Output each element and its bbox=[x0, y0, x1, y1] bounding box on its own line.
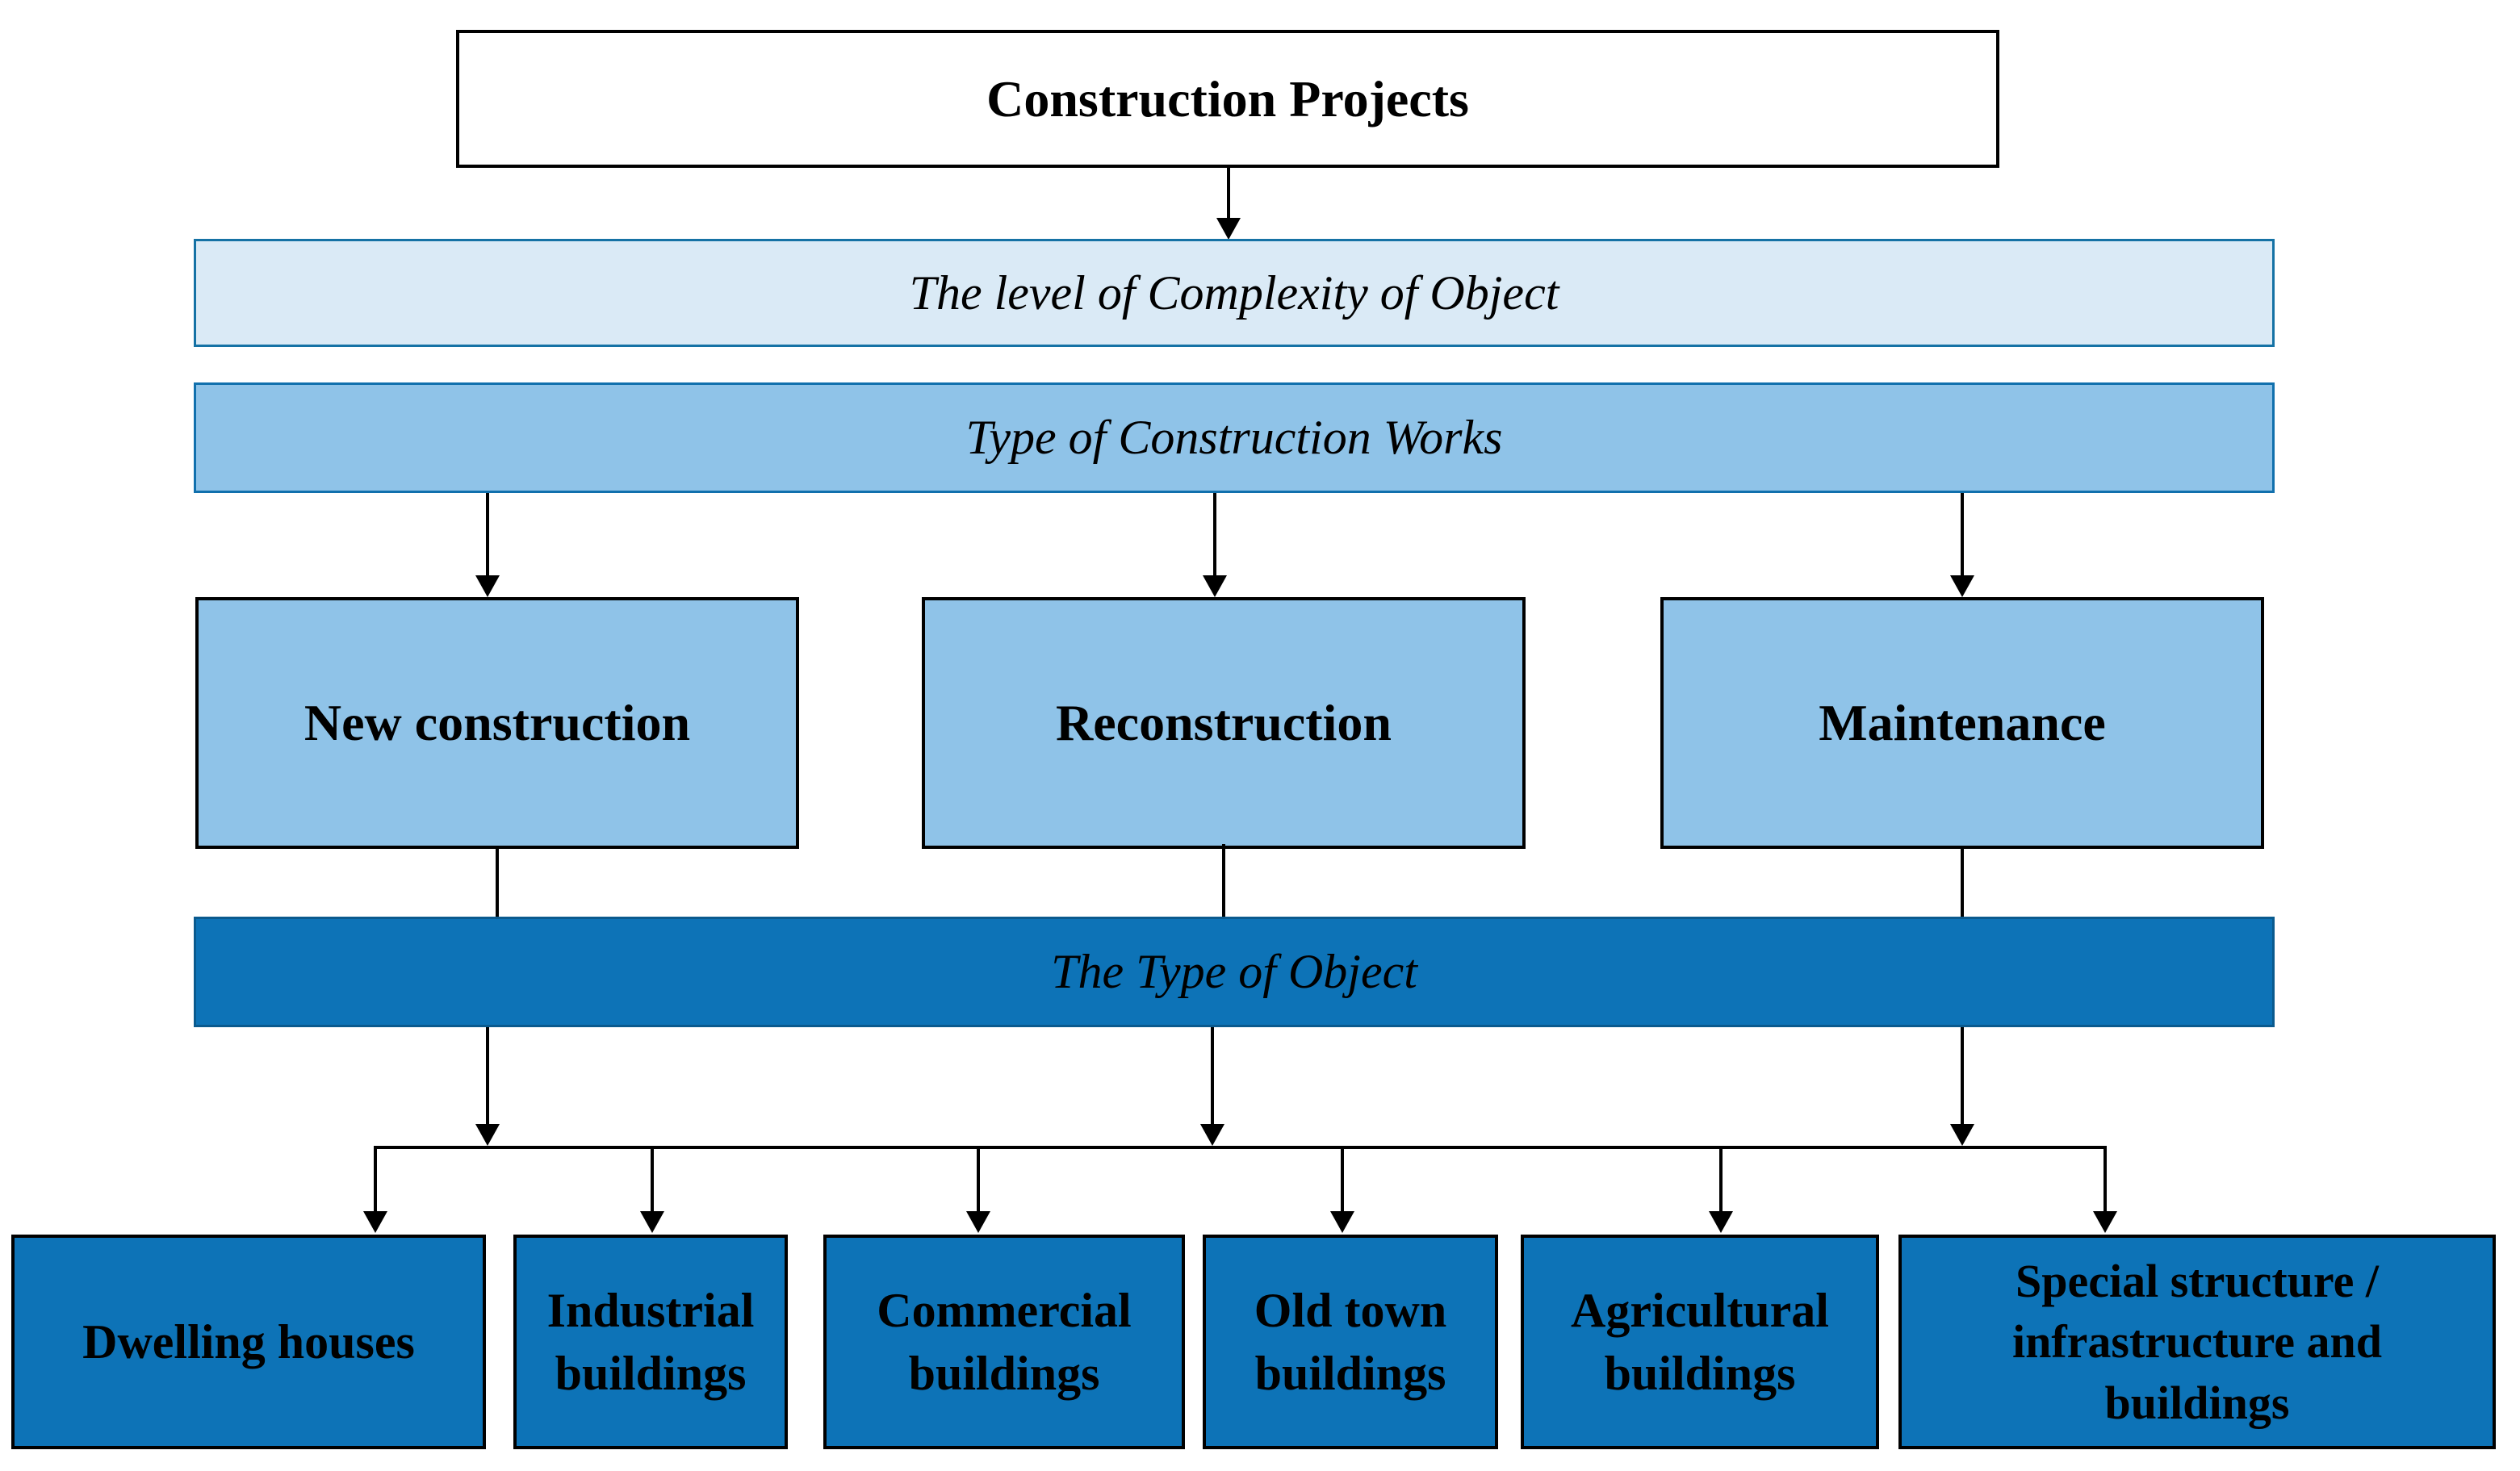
connector-object-type-drop-left-arrowhead-icon bbox=[475, 1124, 500, 1146]
node-special-structure-buildings: Special structure / infrastructure and b… bbox=[1898, 1235, 2496, 1449]
node-construction-projects-label: Construction Projects bbox=[986, 69, 1469, 127]
connector-distribution-rail bbox=[374, 1146, 2107, 1149]
connector-new-construction-to-object-type-line bbox=[496, 849, 499, 917]
connector-rail-to-industrial-arrowhead-icon bbox=[640, 1211, 664, 1233]
connector-works-to-new-construction-arrowhead-icon bbox=[475, 575, 500, 597]
connector-rail-to-old-town-line bbox=[1341, 1146, 1344, 1212]
band-object-type: The Type of Object bbox=[194, 917, 2275, 1027]
connector-root-to-complexity-line bbox=[1227, 168, 1230, 219]
connector-works-to-maintenance-arrowhead-icon bbox=[1950, 575, 1974, 597]
connector-rail-to-special-arrowhead-icon bbox=[2093, 1211, 2117, 1233]
connector-rail-to-dwelling-line bbox=[374, 1146, 377, 1212]
connector-object-type-drop-right-line bbox=[1961, 1027, 1964, 1126]
connector-root-to-complexity-arrowhead-icon bbox=[1216, 218, 1241, 240]
node-new-construction-label: New construction bbox=[303, 694, 691, 751]
connector-rail-to-special-line bbox=[2103, 1146, 2107, 1212]
node-agricultural-buildings: Agricultural buildings bbox=[1521, 1235, 1879, 1449]
node-dwelling-houses-label: Dwelling houses bbox=[82, 1315, 415, 1369]
node-dwelling-houses: Dwelling houses bbox=[11, 1235, 486, 1449]
connector-works-to-new-construction-line bbox=[486, 493, 489, 576]
connector-rail-to-old-town-arrowhead-icon bbox=[1330, 1211, 1354, 1233]
connector-object-type-drop-center-arrowhead-icon bbox=[1200, 1124, 1224, 1146]
connector-reconstruction-to-object-type-line bbox=[1222, 844, 1225, 917]
band-object-type-label: The Type of Object bbox=[1051, 945, 1417, 998]
connector-rail-to-agricultural-arrowhead-icon bbox=[1709, 1211, 1733, 1233]
connector-works-to-reconstruction-line bbox=[1213, 493, 1216, 576]
connector-object-type-drop-left-line bbox=[486, 1027, 489, 1126]
node-new-construction: New construction bbox=[195, 597, 799, 849]
node-maintenance-label: Maintenance bbox=[1819, 694, 2106, 751]
band-construction-works-type: Type of Construction Works bbox=[194, 382, 2275, 493]
node-construction-projects: Construction Projects bbox=[456, 30, 1999, 168]
connector-maintenance-to-object-type-line bbox=[1961, 849, 1964, 917]
node-commercial-buildings-label: Commercial buildings bbox=[877, 1284, 1132, 1400]
connector-rail-to-dwelling-arrowhead-icon bbox=[363, 1211, 387, 1233]
node-old-town-buildings-label: Old town buildings bbox=[1254, 1284, 1447, 1400]
node-agricultural-buildings-label: Agricultural buildings bbox=[1571, 1284, 1829, 1400]
connector-rail-to-agricultural-line bbox=[1719, 1146, 1723, 1212]
node-old-town-buildings: Old town buildings bbox=[1203, 1235, 1498, 1449]
band-complexity-level-label: The level of Complexity of Object bbox=[909, 265, 1559, 320]
connector-object-type-drop-right-arrowhead-icon bbox=[1950, 1124, 1974, 1146]
connector-works-to-maintenance-line bbox=[1961, 493, 1964, 576]
connector-rail-to-industrial-line bbox=[651, 1146, 654, 1212]
node-special-structure-buildings-label: Special structure / infrastructure and b… bbox=[2011, 1254, 2383, 1429]
connector-object-type-drop-center-line bbox=[1211, 1027, 1214, 1126]
node-maintenance: Maintenance bbox=[1660, 597, 2264, 849]
band-complexity-level: The level of Complexity of Object bbox=[194, 239, 2275, 347]
node-reconstruction: Reconstruction bbox=[922, 597, 1526, 849]
band-construction-works-type-label: Type of Construction Works bbox=[965, 411, 1503, 464]
node-commercial-buildings: Commercial buildings bbox=[823, 1235, 1185, 1449]
node-industrial-buildings-label: Industrial buildings bbox=[546, 1284, 755, 1400]
node-reconstruction-label: Reconstruction bbox=[1056, 694, 1392, 751]
connector-works-to-reconstruction-arrowhead-icon bbox=[1203, 575, 1227, 597]
node-industrial-buildings: Industrial buildings bbox=[513, 1235, 788, 1449]
connector-rail-to-commercial-line bbox=[977, 1146, 980, 1212]
connector-rail-to-commercial-arrowhead-icon bbox=[966, 1211, 990, 1233]
